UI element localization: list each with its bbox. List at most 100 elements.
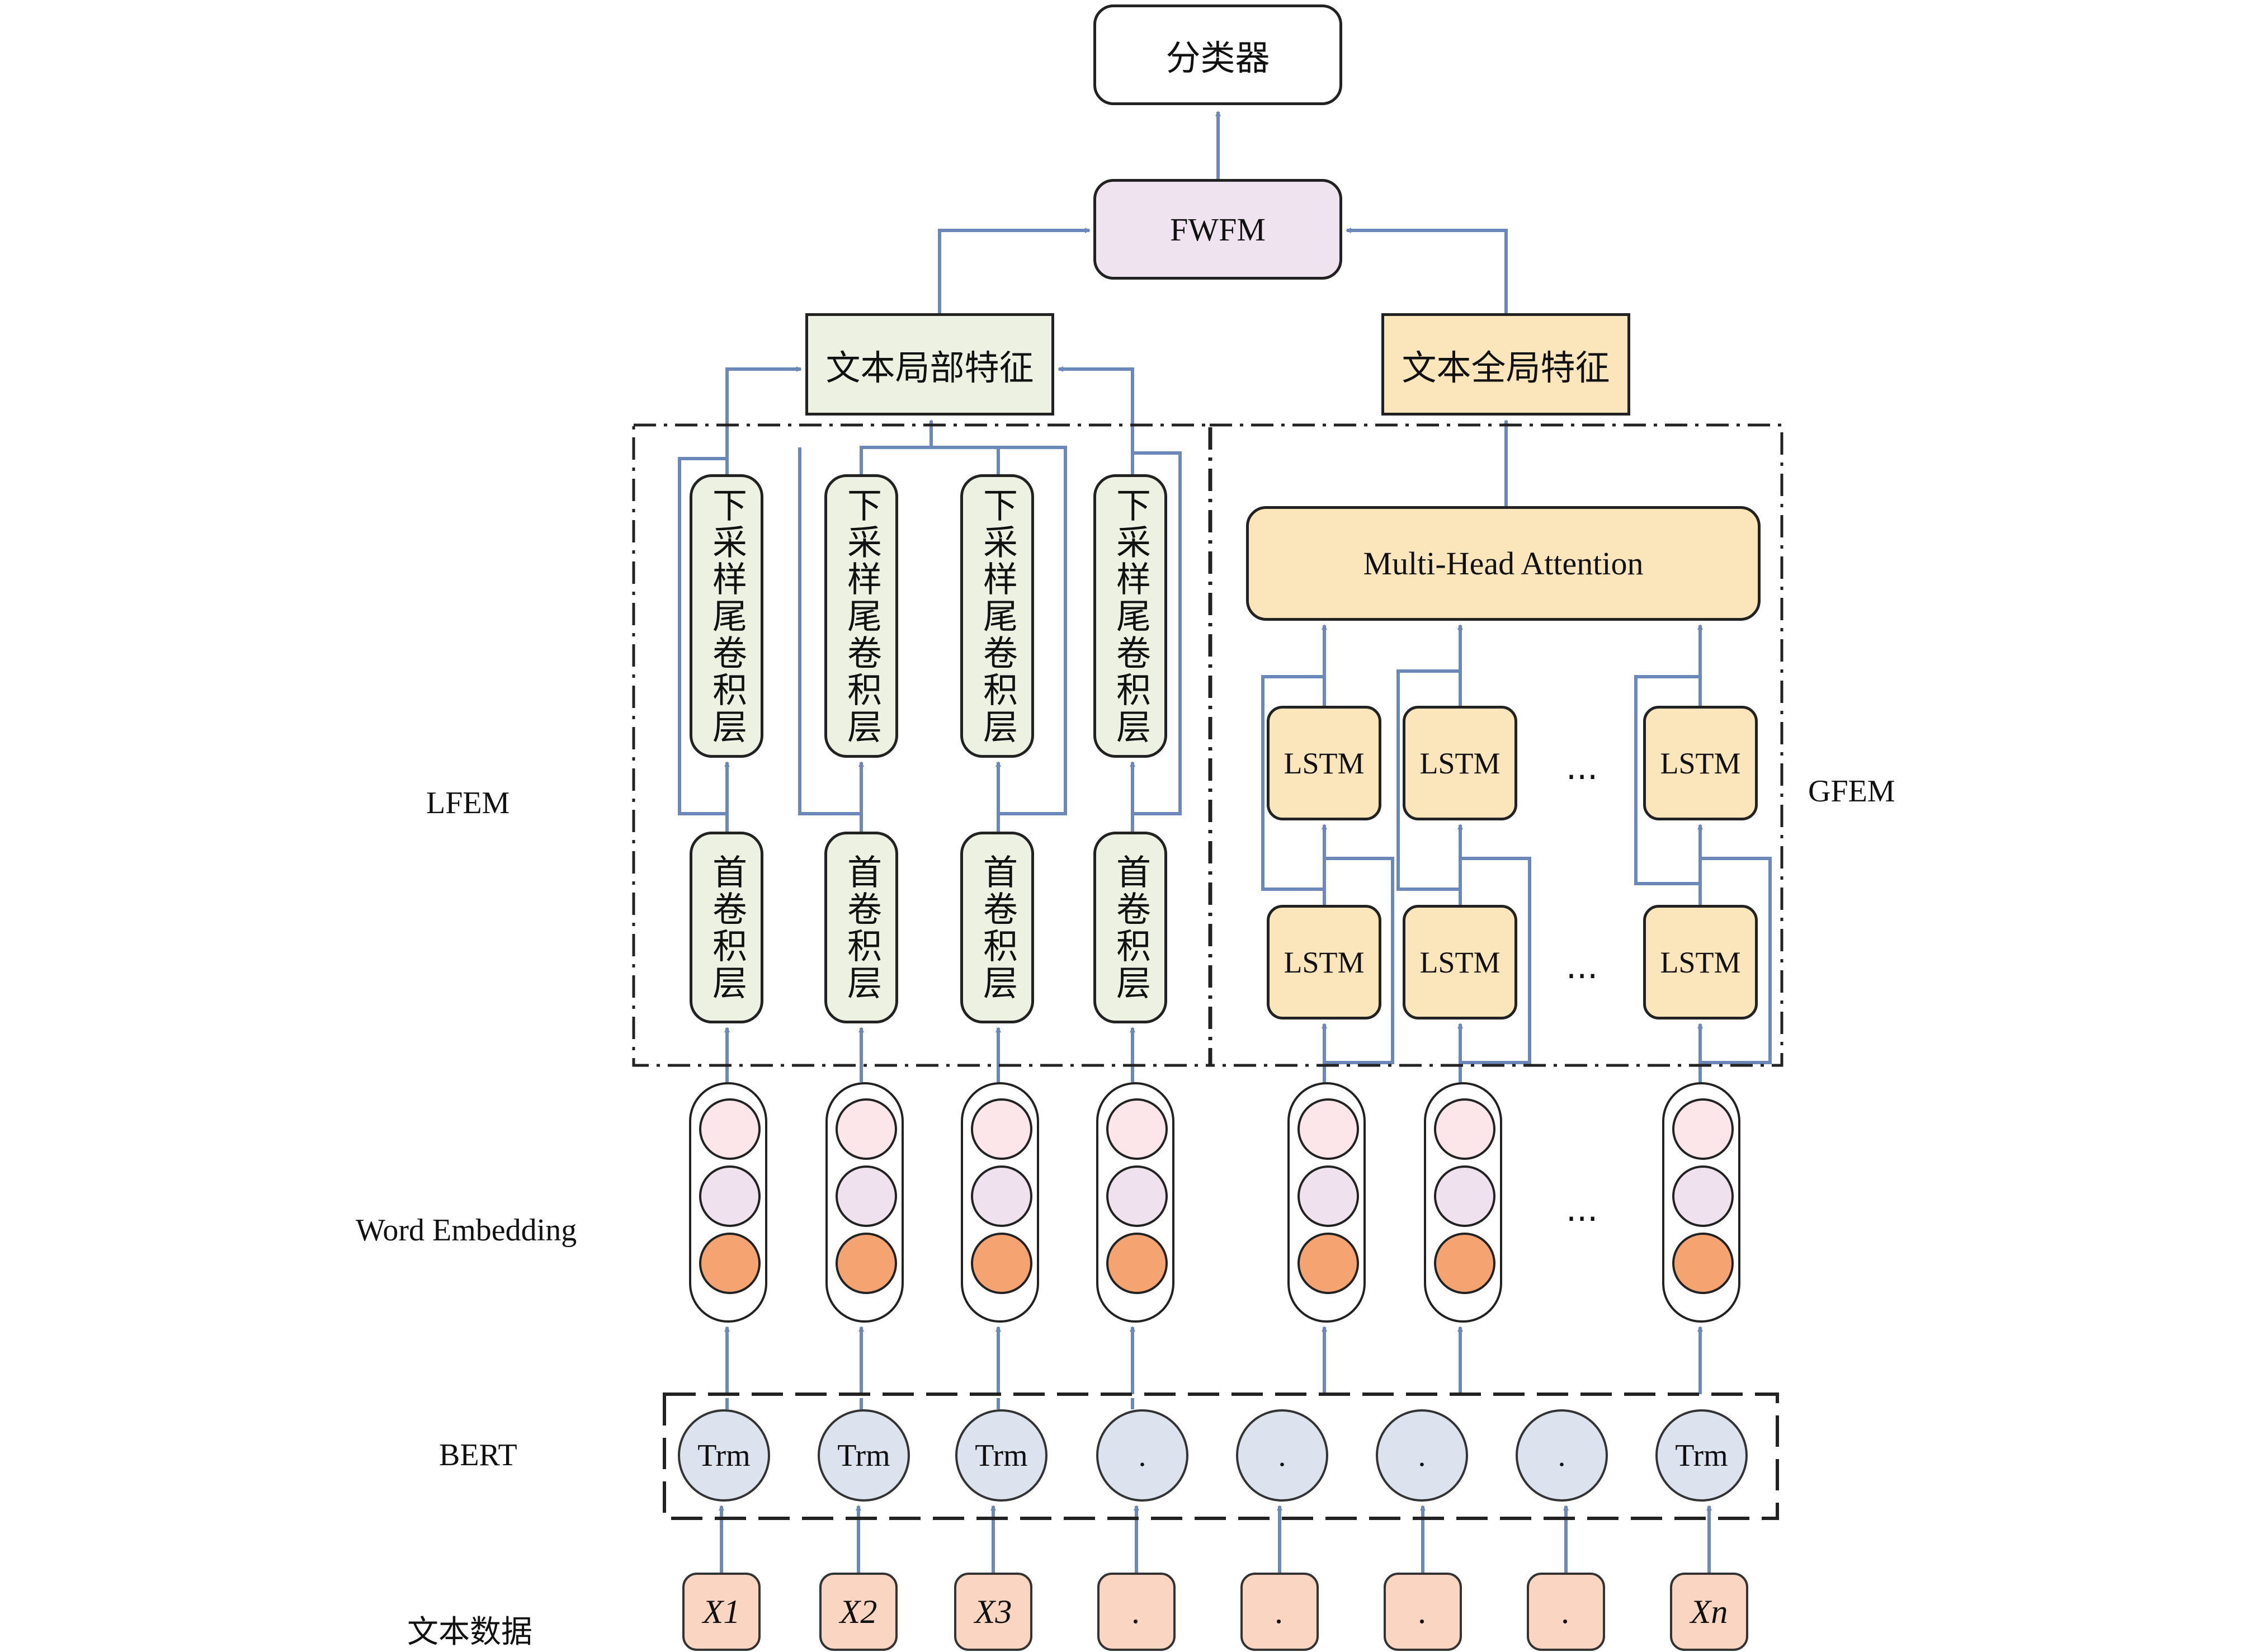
lfem-top-layer-label: 下采样尾卷积层 xyxy=(841,487,882,745)
embedding-dot xyxy=(1297,1165,1359,1227)
lfem-bottom-layer-4: 首卷积层 xyxy=(1093,832,1167,1023)
embedding-stack xyxy=(1662,1082,1740,1323)
token-6: . xyxy=(1384,1573,1462,1651)
token-label: . xyxy=(1418,1593,1427,1630)
lstm-lower-1: LSTM xyxy=(1267,905,1381,1019)
bert-node-label: Trm xyxy=(1675,1438,1728,1473)
lstm-label: LSTM xyxy=(1660,746,1741,780)
lfem-top-layer-label: 下采样尾卷积层 xyxy=(977,487,1018,745)
global-feature-label: 文本全局特征 xyxy=(1402,347,1610,388)
embedding-dot xyxy=(1106,1165,1168,1227)
token-label: X2 xyxy=(839,1593,877,1630)
token-label: . xyxy=(1275,1593,1284,1630)
classifier-box: 分类器 xyxy=(1093,4,1342,105)
embedding-stack xyxy=(961,1082,1039,1323)
text-data-label: 文本数据 xyxy=(407,1614,532,1650)
token-label: . xyxy=(1561,1593,1570,1630)
token-label: Xn xyxy=(1690,1593,1728,1630)
global-feature-box: 文本全局特征 xyxy=(1381,313,1630,416)
lstm-upper-ellipsis: ... xyxy=(1566,748,1598,787)
lstm-label: LSTM xyxy=(1419,746,1501,780)
lstm-label: LSTM xyxy=(1284,746,1365,780)
flow-line xyxy=(798,447,861,815)
embedding-stack xyxy=(1287,1082,1366,1323)
bert-region xyxy=(663,1393,1779,1520)
bert-node-label: Trm xyxy=(697,1438,751,1473)
embedding-dot xyxy=(699,1233,761,1294)
flow-arrow xyxy=(725,366,802,474)
lfem-top-layer-4: 下采样尾卷积层 xyxy=(1093,474,1167,758)
classifier-label: 分类器 xyxy=(1166,37,1270,78)
token-5: . xyxy=(1240,1573,1319,1651)
bert-node-label: . xyxy=(1418,1438,1426,1473)
embedding-ellipsis: ... xyxy=(1566,1190,1598,1229)
lfem-top-layer-label: 下采样尾卷积层 xyxy=(1110,487,1151,745)
embedding-dot xyxy=(836,1233,897,1294)
local-feature-label: 文本局部特征 xyxy=(825,347,1034,388)
embedding-dot xyxy=(836,1098,897,1160)
embedding-dot xyxy=(1434,1233,1495,1294)
lstm-upper-2: LSTM xyxy=(1403,706,1517,820)
lfem-region xyxy=(632,423,1212,1067)
embedding-dot xyxy=(1106,1233,1168,1294)
lfem-label: LFEM xyxy=(426,786,510,820)
bert-node-1: Trm xyxy=(678,1409,770,1502)
embedding-dot xyxy=(971,1233,1032,1294)
embedding-stack xyxy=(1096,1082,1174,1323)
flow-line xyxy=(860,446,1067,815)
flow-line xyxy=(1634,675,1700,885)
embedding-stack xyxy=(689,1082,767,1323)
flow-line xyxy=(678,457,727,815)
lstm-upper-3: LSTM xyxy=(1643,706,1758,820)
embedding-dot xyxy=(1106,1098,1168,1160)
token-8: Xn xyxy=(1670,1573,1748,1651)
flow-line xyxy=(1324,857,1394,1064)
bert-node-7: . xyxy=(1516,1409,1608,1502)
lfem-bottom-layer-3: 首卷积层 xyxy=(960,832,1034,1023)
flow-line xyxy=(1261,675,1324,891)
gfem-label: GFEM xyxy=(1808,774,1895,809)
gfem-region xyxy=(1208,423,1783,1067)
embedding-dot xyxy=(971,1098,1032,1160)
flow-arrow xyxy=(1346,228,1508,313)
attention-box: Multi-Head Attention xyxy=(1246,506,1761,621)
flow-arrow xyxy=(938,228,1091,313)
bert-node-6: . xyxy=(1376,1409,1468,1502)
lstm-lower-3: LSTM xyxy=(1643,905,1758,1019)
token-2: X2 xyxy=(819,1573,898,1651)
local-feature-box: 文本局部特征 xyxy=(805,313,1054,416)
lfem-bottom-layer-label: 首卷积层 xyxy=(977,853,1018,1002)
embedding-dot xyxy=(699,1165,761,1227)
bert-node-2: Trm xyxy=(818,1409,910,1502)
lfem-bottom-layer-label: 首卷积层 xyxy=(1110,853,1151,1002)
embedding-stack xyxy=(1424,1082,1502,1323)
token-label: . xyxy=(1132,1593,1141,1630)
bert-label: BERT xyxy=(439,1438,517,1472)
embedding-dot xyxy=(1434,1165,1495,1227)
flow-line xyxy=(1396,669,1460,891)
embedding-dot xyxy=(836,1165,897,1227)
bert-node-label: Trm xyxy=(837,1438,890,1473)
bert-node-3: Trm xyxy=(955,1409,1047,1502)
lfem-top-layer-1: 下采样尾卷积层 xyxy=(690,474,763,758)
token-7: . xyxy=(1527,1573,1605,1651)
token-4: . xyxy=(1097,1573,1176,1651)
flow-arrow xyxy=(1058,366,1134,474)
flow-line xyxy=(1700,857,1772,1064)
bert-node-label: Trm xyxy=(975,1438,1028,1473)
lfem-bottom-layer-1: 首卷积层 xyxy=(690,832,763,1023)
connectors xyxy=(678,111,1772,1573)
lstm-label: LSTM xyxy=(1419,945,1501,979)
lfem-bottom-layer-label: 首卷积层 xyxy=(706,853,747,1002)
lfem-top-layer-3: 下采样尾卷积层 xyxy=(960,474,1034,758)
fwfm-label: FWFM xyxy=(1170,211,1266,248)
lstm-label: LSTM xyxy=(1660,945,1741,979)
attention-label: Multi-Head Attention xyxy=(1363,545,1644,582)
embedding-dot xyxy=(1672,1165,1734,1227)
flow-line xyxy=(1460,857,1531,1064)
embedding-dot xyxy=(699,1098,761,1160)
lfem-top-layer-label: 下采样尾卷积层 xyxy=(706,487,747,745)
embedding-dot xyxy=(1297,1098,1359,1160)
lfem-bottom-layer-label: 首卷积层 xyxy=(841,853,882,1002)
